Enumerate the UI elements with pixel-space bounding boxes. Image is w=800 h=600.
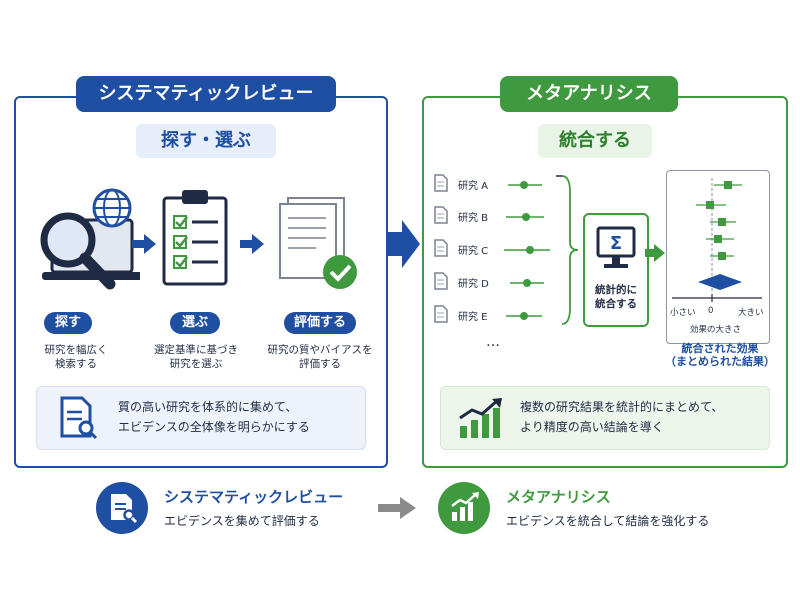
growth-chart-icon	[451, 492, 479, 521]
document-icon	[434, 206, 448, 224]
forest-plot-graphic	[672, 178, 762, 302]
document-icon	[434, 239, 448, 257]
study-label: 研究 D	[458, 279, 489, 290]
search-magnifier-icon	[40, 188, 140, 290]
statistical-integration-label: 統計的に 統合する	[595, 284, 637, 310]
combined-effect-label: 統合された効果 （まとめられた結果）	[665, 342, 775, 368]
meta-analysis-title: メタアナリシス	[500, 76, 678, 112]
forest-large-label: 大きい	[738, 308, 764, 318]
forest-small-label: 小さい	[670, 308, 696, 318]
study-label: 研究 E	[458, 312, 488, 323]
meta-analysis-summary-text: 複数の研究結果を統計的にまとめて、 より精度の高い結論を導く	[520, 400, 724, 434]
forest-axis-label: 効果の大きさ	[690, 325, 742, 335]
integrate-subtitle: 統合する	[538, 124, 652, 158]
document-search-icon	[111, 494, 138, 524]
big-arrow-right-icon	[386, 220, 420, 268]
study-label: 研究 B	[458, 213, 489, 224]
checklist-clipboard-icon	[162, 190, 228, 286]
legend-meta-analysis-title: メタアナリシス	[506, 488, 611, 506]
systematic-review-summary-text: 質の高い研究を体系的に集めて、 エビデンスの全体像を明らかにする	[118, 400, 310, 434]
document-icon	[434, 272, 448, 290]
more-studies-ellipsis: …	[486, 334, 500, 350]
globe-icon	[92, 188, 132, 228]
gray-arrow-right-icon	[378, 497, 416, 519]
step-evaluate-caption: 研究の質やバイアスを 評価する	[267, 344, 373, 370]
arrow-right-icon	[132, 234, 156, 254]
document-icon	[434, 305, 448, 323]
legend-systematic-review-desc: エビデンスを集めて評価する	[164, 514, 320, 528]
search-select-subtitle: 探す・選ぶ	[136, 124, 276, 158]
arrow-right-icon	[645, 244, 665, 262]
arrow-right-icon	[240, 234, 264, 254]
forest-zero-label: 0	[708, 306, 714, 316]
sigma-monitor-icon: Σ	[596, 226, 636, 268]
study-label: 研究 C	[458, 246, 489, 257]
document-search-icon	[60, 396, 98, 440]
document-icon	[434, 174, 448, 192]
legend-systematic-review-title: システマティックレビュー	[164, 488, 344, 506]
step-select-caption: 選定基準に基づき 研究を選ぶ	[154, 344, 238, 370]
growth-chart-icon	[459, 398, 502, 438]
systematic-review-title: システマティックレビュー	[76, 76, 336, 112]
study-label: 研究 A	[458, 181, 489, 192]
step-search-label: 探す	[44, 312, 92, 334]
evaluated-documents-icon	[279, 197, 357, 289]
sigma-symbol: Σ	[610, 233, 622, 254]
step-evaluate-label: 評価する	[284, 312, 356, 334]
step-select-label: 選ぶ	[170, 312, 220, 334]
study-effect-markers	[504, 175, 579, 325]
step-search-caption: 研究を幅広く 検索する	[44, 344, 108, 370]
legend-meta-analysis-desc: エビデンスを統合して結論を強化する	[506, 514, 710, 528]
